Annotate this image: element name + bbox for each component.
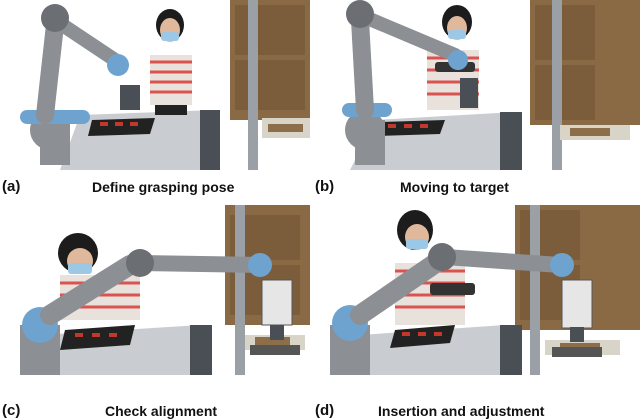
- panel-label-c: (c): [2, 402, 21, 419]
- panel-label-a: (a): [2, 178, 21, 195]
- panel-label-d: (d): [315, 402, 335, 419]
- photo-panel-d: [330, 205, 640, 375]
- panel-caption-a: Define grasping pose: [92, 179, 235, 195]
- photo-panel-b: [330, 0, 640, 170]
- panel-caption-d: Insertion and adjustment: [378, 403, 545, 419]
- panel-caption-c: Check alignment: [105, 403, 218, 419]
- panel-label-b: (b): [315, 178, 335, 195]
- photo-panel-c: [0, 205, 310, 375]
- photo-panel-a: [0, 0, 310, 170]
- panel-caption-b: Moving to target: [400, 179, 509, 195]
